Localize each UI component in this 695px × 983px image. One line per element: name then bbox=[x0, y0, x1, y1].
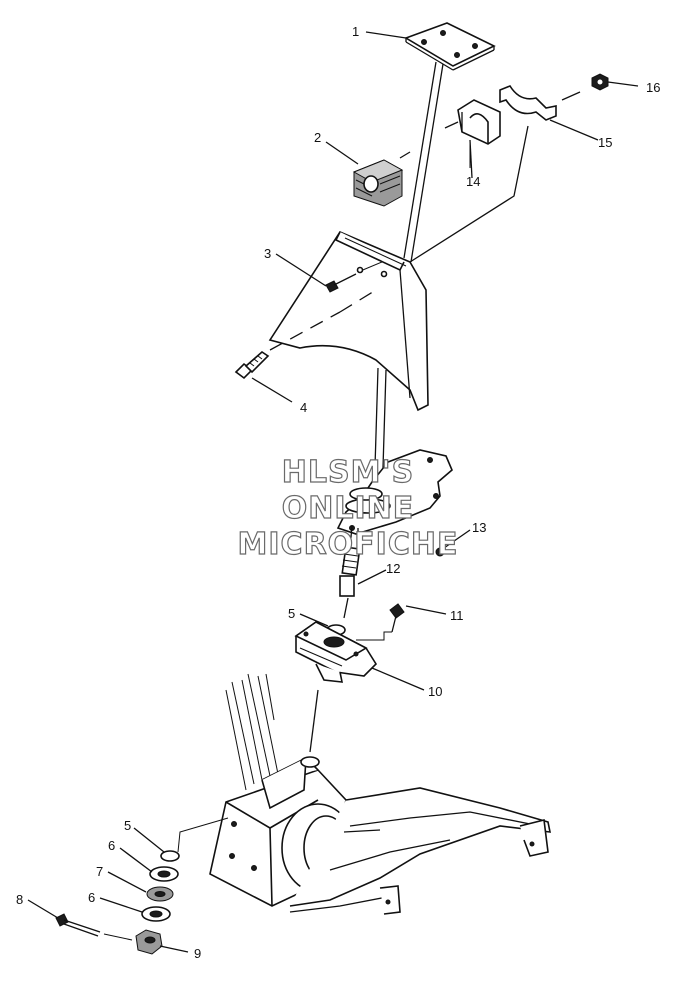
part-6-washer-upper bbox=[149, 866, 179, 882]
callout-9: 9 bbox=[194, 946, 201, 961]
part-6-washer-lower bbox=[141, 906, 171, 922]
part-1-mounting-plate bbox=[404, 22, 496, 71]
part-7-spring-washer bbox=[146, 886, 174, 902]
callout-3: 3 bbox=[264, 246, 271, 261]
part-5-washer-lower bbox=[160, 817, 229, 862]
callout-12: 12 bbox=[386, 561, 400, 576]
callout-6-upper: 6 bbox=[108, 838, 115, 853]
callout-7: 7 bbox=[96, 864, 103, 879]
part-11-screw bbox=[356, 603, 405, 641]
watermark-line-2: ONLINE bbox=[282, 491, 415, 526]
callout-16: 16 bbox=[646, 80, 660, 95]
callout-5-lower: 5 bbox=[124, 818, 131, 833]
part-8-bolt bbox=[55, 913, 133, 941]
callout-8: 8 bbox=[16, 892, 23, 907]
callout-10: 10 bbox=[428, 684, 442, 699]
part-15-clamp bbox=[499, 85, 581, 121]
callout-5-upper: 5 bbox=[288, 606, 295, 621]
callout-6-lower: 6 bbox=[88, 890, 95, 905]
steering-shaft-upper bbox=[403, 61, 444, 263]
part-13-nut bbox=[435, 547, 445, 557]
callout-2: 2 bbox=[314, 130, 321, 145]
frame-chassis bbox=[209, 673, 552, 915]
part-4-bolt bbox=[234, 289, 377, 380]
part-13-bracket-plate bbox=[336, 449, 453, 535]
callout-11: 11 bbox=[450, 608, 464, 623]
callout-14: 14 bbox=[466, 174, 480, 189]
part-16-nut bbox=[591, 73, 609, 91]
column-housing bbox=[268, 230, 429, 412]
part-14-bushing bbox=[444, 99, 501, 168]
callout-4: 4 bbox=[300, 400, 307, 415]
part-12-coupling bbox=[339, 525, 361, 619]
part-10-gearbox bbox=[294, 621, 378, 683]
callout-1: 1 bbox=[352, 24, 359, 39]
callout-13: 13 bbox=[472, 520, 486, 535]
part-3-bolt bbox=[325, 261, 388, 293]
part-2-rubber-block bbox=[352, 151, 411, 207]
watermark-line-1: HLSM'S bbox=[282, 455, 414, 490]
part-9-castle-nut bbox=[135, 929, 163, 955]
callout-15: 15 bbox=[598, 135, 612, 150]
leader-lines bbox=[27, 31, 639, 953]
watermark-line-3: MICROFICHE bbox=[238, 527, 459, 562]
